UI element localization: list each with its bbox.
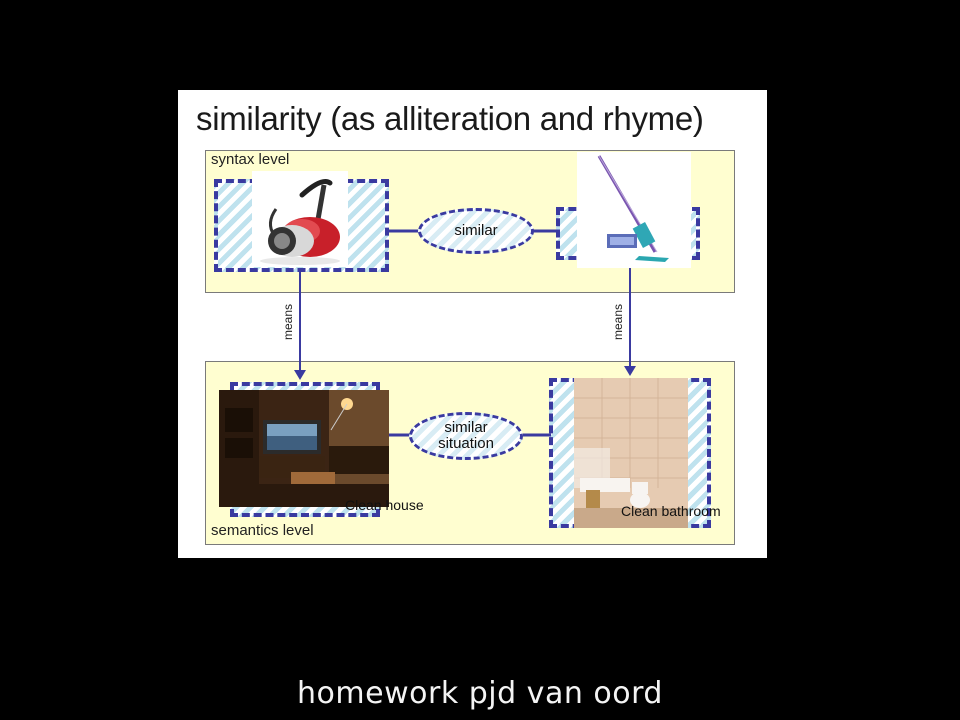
syntax-level-label: syntax level [211,151,290,168]
similar-label: similar [454,222,498,239]
similar-ellipse: similar [418,208,534,254]
bathroom-photo-icon [574,378,688,528]
similar-situation-ellipse: similar situation [409,412,523,460]
slide-title: similarity (as alliteration and rhyme) [196,100,704,137]
vacuum-cleaner-icon [252,171,348,267]
living-room-photo-icon [219,390,389,507]
means-label-right: means [611,303,626,341]
means-label-left: means [281,303,296,341]
semantics-level-label: semantics level [211,522,314,539]
slide: similarity (as alliteration and rhyme) s… [178,90,767,558]
similar-situation-line1: similar [444,419,488,436]
connectors [294,229,636,437]
similar-situation-line2: situation [438,435,494,452]
caption-clean-bathroom: Clean bathroom [621,503,721,519]
similar-situation-label: similar situation [438,420,494,452]
footer-text: homework pjd van oord [297,676,663,711]
caption-clean-house: Clean house [345,497,424,513]
spray-mop-icon [577,152,691,268]
